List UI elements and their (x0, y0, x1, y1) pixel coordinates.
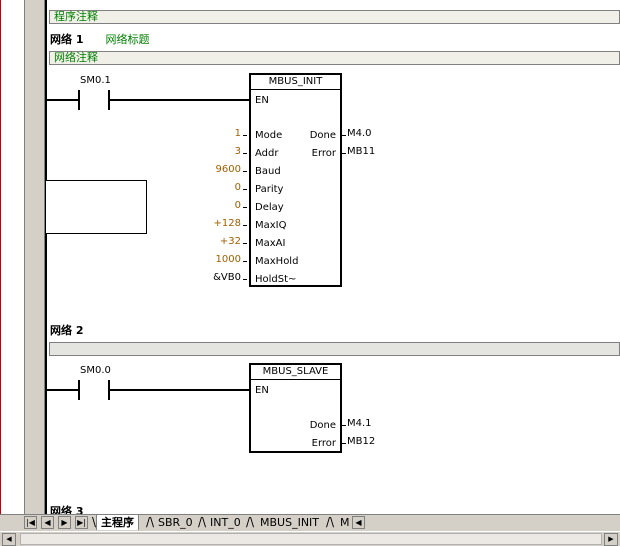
pin-done: Done (309, 130, 336, 141)
network-gutter (24, 0, 45, 514)
input-value-maxai[interactable]: +32 (219, 236, 241, 247)
tab-separator: /\ (198, 515, 207, 529)
pin-maxhold: MaxHold (255, 256, 299, 267)
input-value-maxhold[interactable]: 1000 (215, 254, 241, 265)
editor-left-border (0, 0, 1, 514)
wire (46, 99, 78, 101)
pin-error: Error (311, 438, 336, 449)
wire (110, 389, 250, 391)
mbus-slave-en: EN (255, 385, 269, 396)
pin-tick (243, 225, 247, 226)
contact-1-left-bar[interactable] (78, 90, 80, 110)
tab-separator: /\ (326, 515, 335, 529)
pin-tick (243, 135, 247, 136)
output-value-error[interactable]: MB11 (347, 146, 376, 157)
contact-2-left-bar[interactable] (78, 380, 80, 400)
output-value-done[interactable]: M4.0 (347, 128, 372, 139)
pin-mode: Mode (255, 130, 283, 141)
tab-sbr-0[interactable]: SBR_0 (158, 516, 193, 529)
pin-tick (342, 153, 346, 154)
input-value-addr[interactable]: 3 (234, 146, 241, 157)
tab-separator: \ (92, 515, 97, 529)
pin-maxai: MaxAI (255, 238, 286, 249)
pin-tick (243, 243, 247, 244)
pin-tick (243, 207, 247, 208)
mbus-init-en: EN (255, 95, 269, 106)
mbus-slave-title: MBUS_SLAVE (251, 365, 340, 380)
mbus-init-block[interactable]: MBUS_INIT EN Mode Addr Baud Parity Delay… (249, 73, 342, 287)
tab-bar: |◀ ◀ ▶ ▶| \ 主程序 /\ SBR_0 /\ INT_0 /\ MBU… (0, 514, 620, 531)
tab-main-program[interactable]: 主程序 (96, 515, 139, 530)
input-value-baud[interactable]: 9600 (215, 164, 241, 175)
tab-scroll-left-icon[interactable]: ◀ (352, 516, 365, 529)
pin-delay: Delay (255, 202, 284, 213)
network-2-label: 网络 2 (50, 324, 84, 337)
pin-addr: Addr (255, 148, 279, 159)
pin-holdstart: HoldSt~ (255, 274, 297, 285)
program-comment[interactable]: 程序注释 (49, 10, 620, 24)
contact-1-right-bar[interactable] (108, 90, 110, 110)
wire (46, 389, 78, 391)
tab-separator: /\ (146, 515, 155, 529)
scroll-right-icon[interactable]: ▶ (604, 533, 618, 546)
pin-error: Error (311, 148, 336, 159)
pin-parity: Parity (255, 184, 284, 195)
output-value-done[interactable]: M4.1 (347, 418, 372, 429)
network-1-header[interactable]: 网络 1 网络标题 (50, 31, 149, 47)
pin-tick (243, 153, 247, 154)
pin-tick (342, 425, 346, 426)
pin-tick (243, 171, 247, 172)
input-value-mode[interactable]: 1 (234, 128, 241, 139)
wire (110, 99, 250, 101)
input-value-maxiq[interactable]: +128 (213, 218, 241, 229)
pin-maxiq: MaxIQ (255, 220, 287, 231)
tab-mbus-init[interactable]: MBUS_INIT (260, 516, 320, 529)
tab-int-0[interactable]: INT_0 (210, 516, 241, 529)
pin-tick (243, 189, 247, 190)
horizontal-scrollbar[interactable]: ◀ ▶ (0, 531, 620, 546)
next-tab-icon[interactable]: ▶ (58, 516, 71, 529)
network-1-label: 网络 1 (50, 33, 84, 46)
tab-separator: /\ (246, 515, 255, 529)
mbus-init-title: MBUS_INIT (251, 75, 340, 90)
ladder-editor[interactable]: 程序注释 网络 1 网络标题 网络注释 SM0.1 MBUS_INIT EN Mo… (0, 0, 620, 518)
pin-tick (243, 279, 247, 280)
input-value-holdstart[interactable]: &VB0 (213, 272, 241, 283)
power-rail (45, 0, 47, 514)
pin-done: Done (309, 420, 336, 431)
empty-element-box[interactable] (45, 180, 147, 234)
pin-tick (342, 135, 346, 136)
first-tab-icon[interactable]: |◀ (24, 516, 37, 529)
pin-baud: Baud (255, 166, 281, 177)
scroll-left-icon[interactable]: ◀ (2, 533, 16, 546)
contact-2-right-bar[interactable] (108, 380, 110, 400)
pin-tick (342, 443, 346, 444)
network-1-contact-label: SM0.1 (80, 75, 111, 86)
output-value-error[interactable]: MB12 (347, 436, 376, 447)
mbus-slave-block[interactable]: MBUS_SLAVE EN Done Error (249, 363, 342, 453)
input-value-parity[interactable]: 0 (234, 182, 241, 193)
scrollbar-thumb[interactable] (20, 533, 602, 545)
pin-tick (243, 261, 247, 262)
network-2-comment[interactable] (49, 342, 620, 356)
network-1-comment[interactable]: 网络注释 (49, 51, 620, 65)
input-value-delay[interactable]: 0 (234, 200, 241, 211)
network-1-title[interactable]: 网络标题 (105, 33, 150, 46)
tab-more[interactable]: M (340, 516, 350, 529)
prev-tab-icon[interactable]: ◀ (41, 516, 54, 529)
last-tab-icon[interactable]: ▶| (75, 516, 88, 529)
network-2-header[interactable]: 网络 2 (50, 322, 83, 338)
network-2-contact-label: SM0.0 (80, 365, 111, 376)
